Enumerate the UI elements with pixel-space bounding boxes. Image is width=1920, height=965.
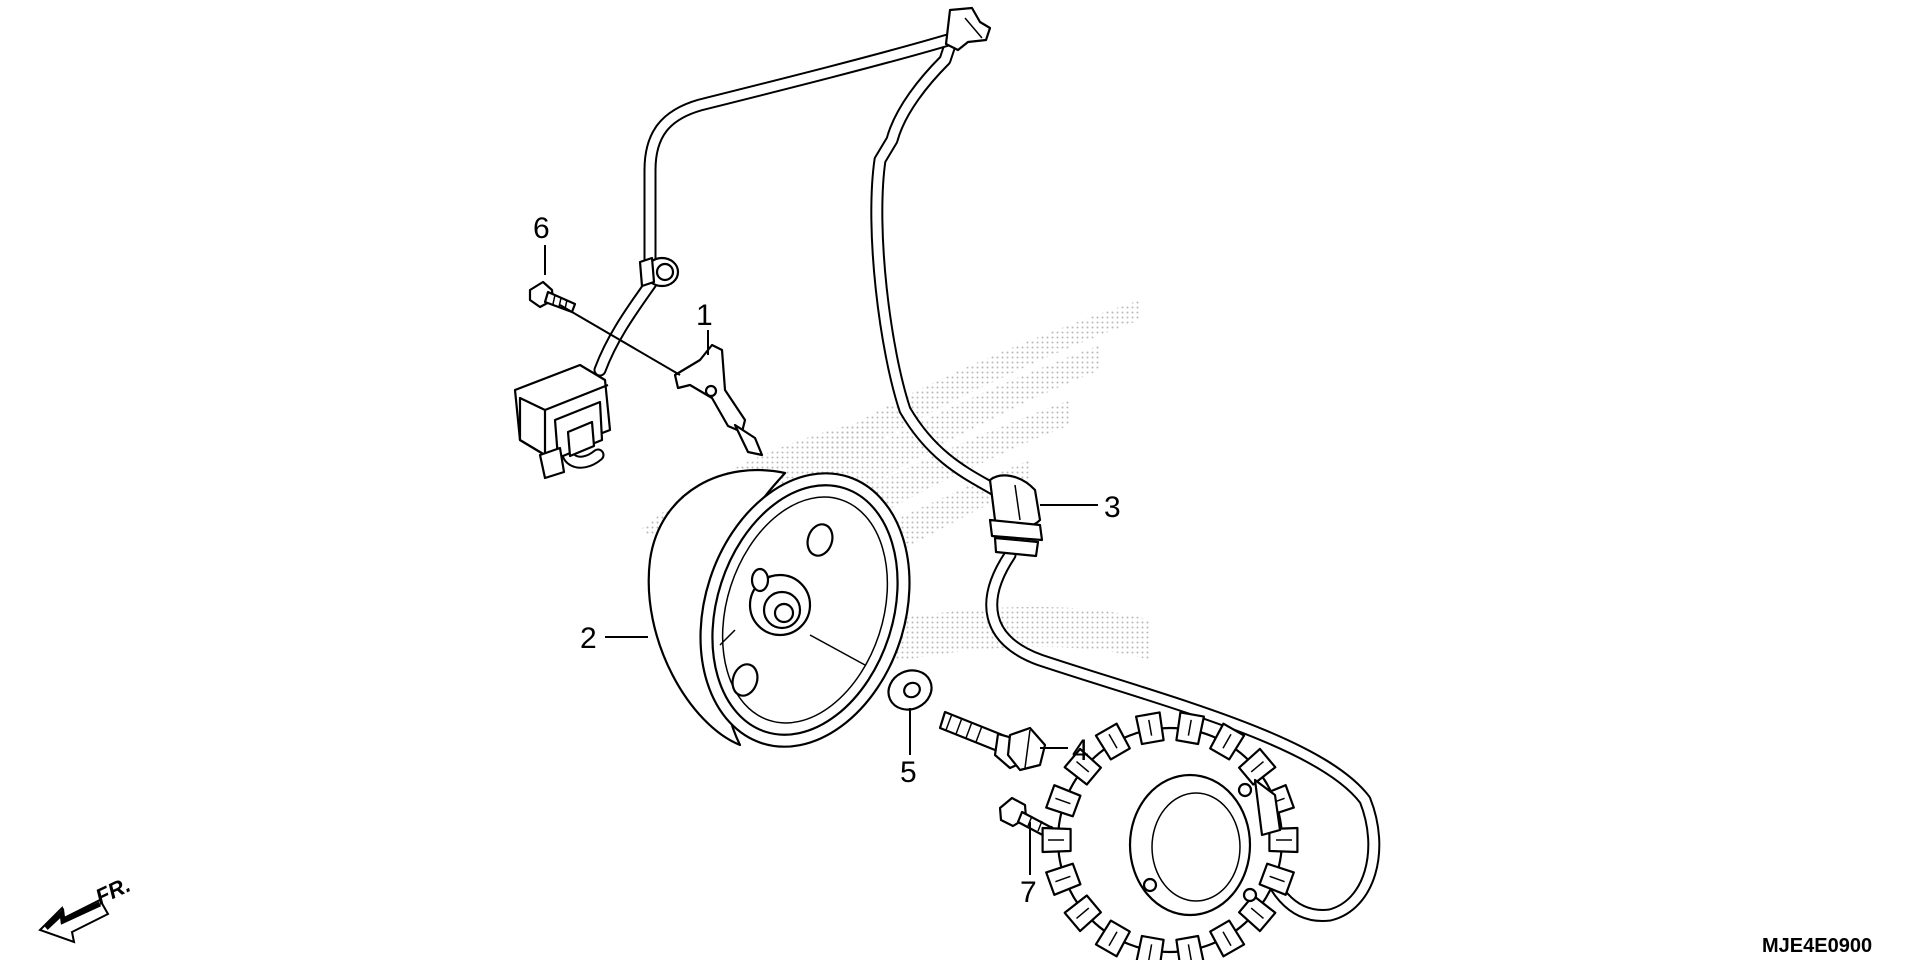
stator-coil [1041,711,1299,965]
callout-1: 1 [696,299,713,332]
stator-tooth-line [1108,931,1118,947]
stator-tooth-line [1187,944,1192,961]
leader-lines [544,245,1098,875]
part-3-grommet [988,474,1044,558]
stator-tooth-line [1055,875,1071,883]
part-1-stay [673,343,764,457]
top-clip [944,6,992,52]
callout-7: 7 [1020,876,1037,909]
coupler-connector [513,363,612,480]
front-arrow-icon: FR. [38,872,134,944]
callout-4: 4 [1072,734,1089,767]
callout-3: 3 [1104,491,1121,524]
part-2-flywheel [647,468,911,748]
stator-tooth-line [1148,719,1153,736]
callout-6: 6 [533,212,550,245]
stator-tooth-line [1148,944,1153,961]
stator-tooth-line [1108,733,1118,749]
stator-tooth-line [1222,931,1232,947]
wire-grommet [638,256,680,288]
stator-tooth-line [1222,733,1232,749]
stator-tooth-line [1250,907,1264,919]
stator-tooth-line [1055,797,1071,805]
callout-2: 2 [580,622,597,655]
stator-tooth-line [1076,907,1090,919]
stator-tooth-line [1250,761,1264,773]
diagram-code: MJE4E0900 [1762,935,1872,957]
part-6-bolt [528,280,577,314]
callout-5: 5 [900,756,917,789]
stator-tooth-line [1269,875,1285,883]
callouts: 6 1 3 2 4 5 7 [533,212,1121,909]
part-4-bolt [938,710,1047,772]
stator-tooth-line [1076,761,1090,773]
part-5-washer [887,669,933,711]
stator-tooth-line [1187,719,1192,736]
